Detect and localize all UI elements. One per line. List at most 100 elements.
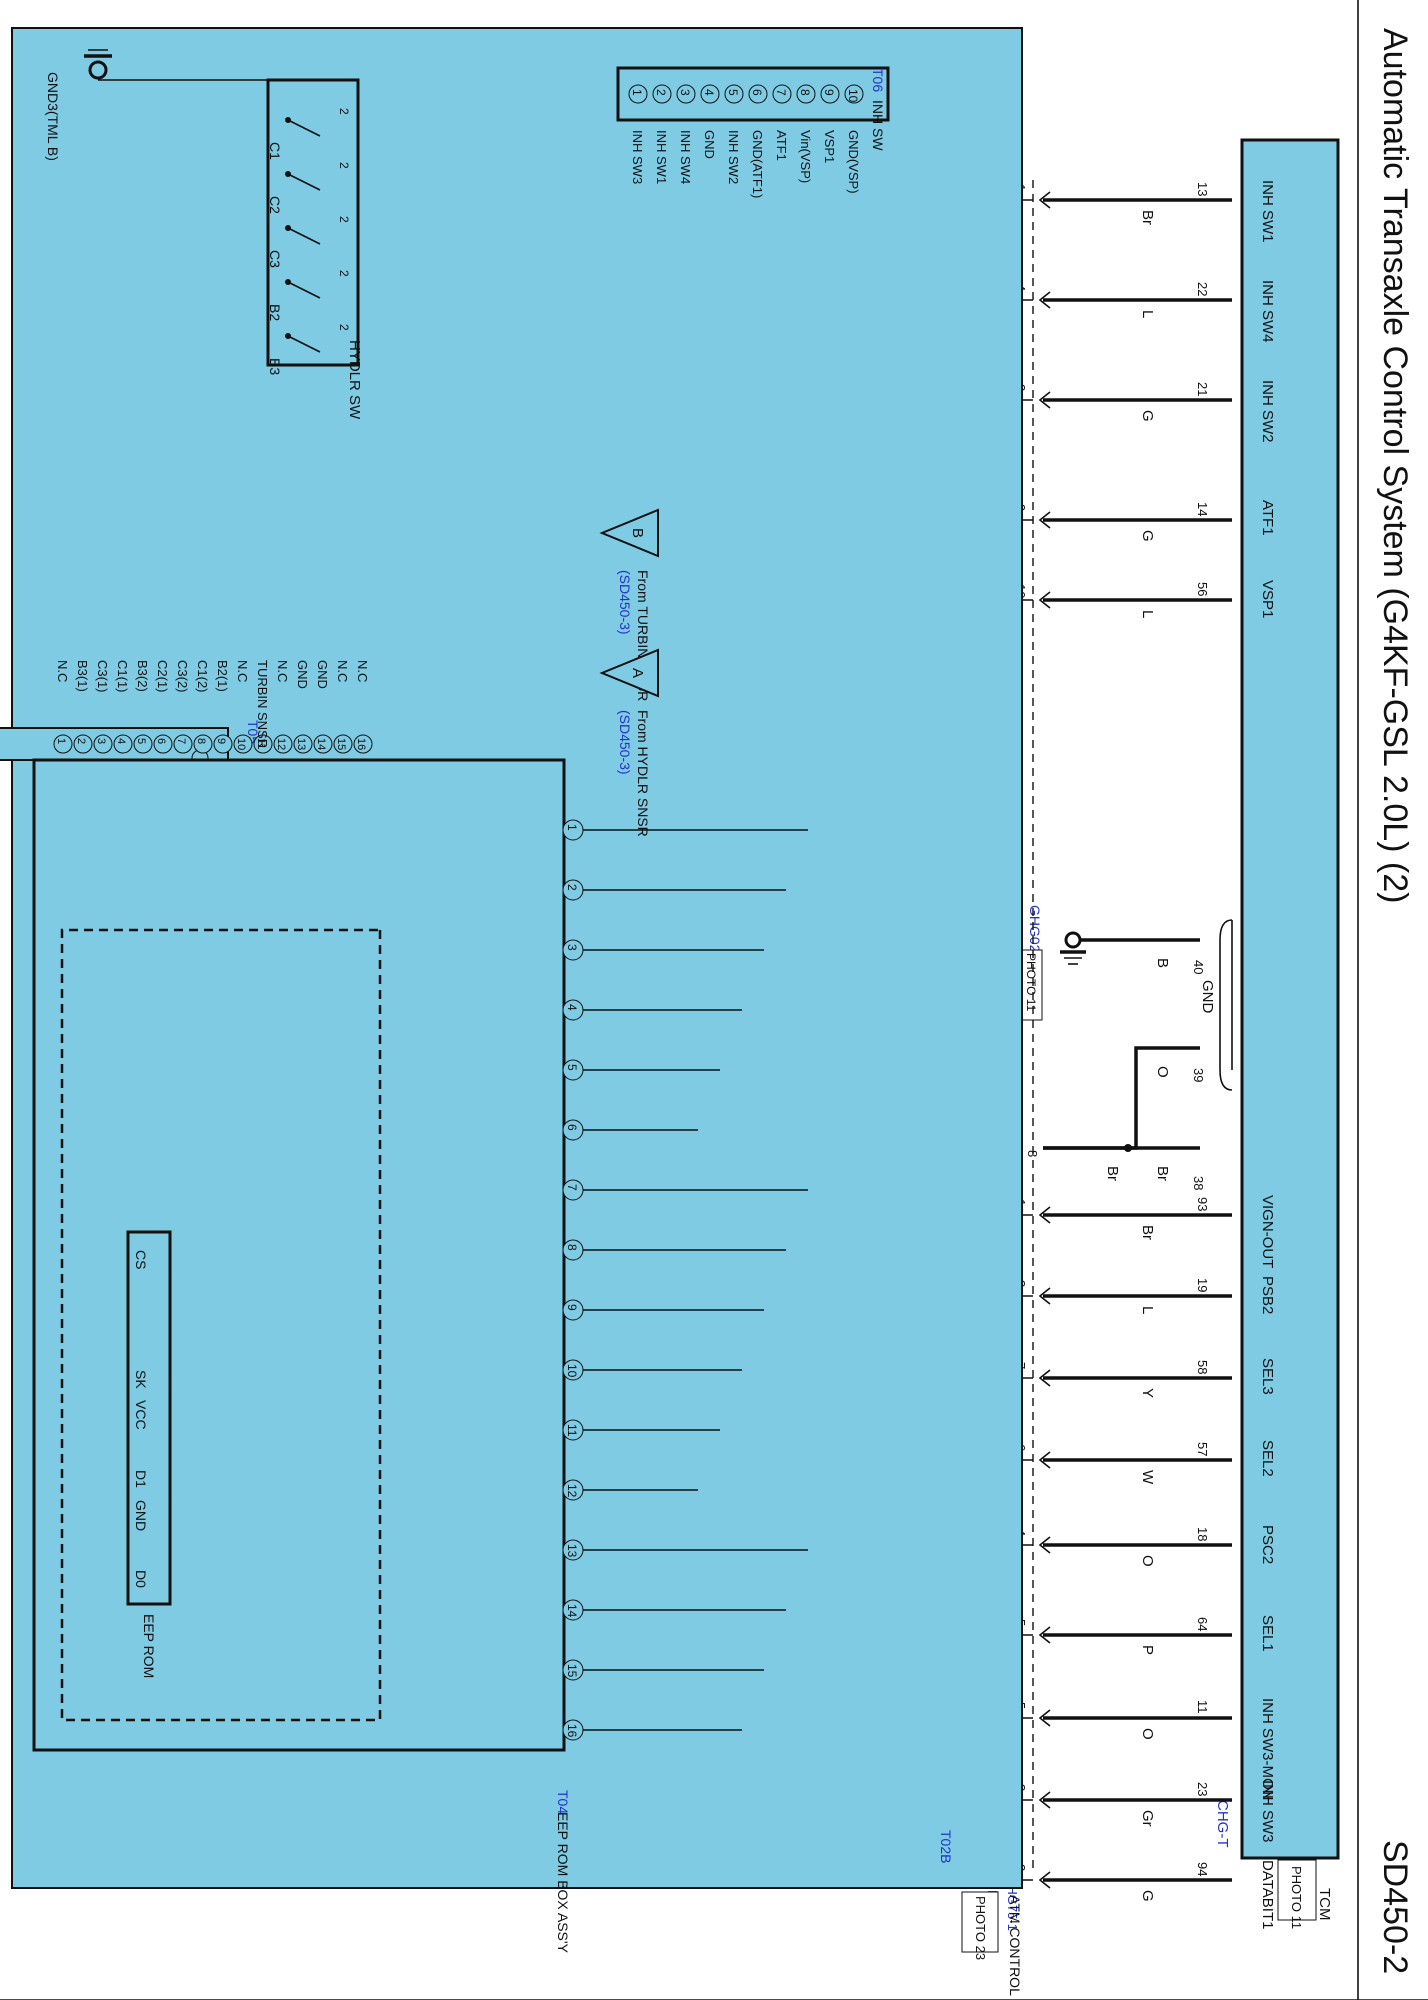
t04-eeprom-box [32, 758, 566, 1752]
t05-pin-label: C1(2) [195, 660, 210, 693]
t06-pin-circle [724, 84, 744, 104]
t05-pin-label: B2(1) [215, 660, 230, 692]
tcm-wire-color: O [1139, 1555, 1156, 1567]
connector-chevron-icon [1038, 1871, 1051, 1889]
tcm-wire-color: W [1139, 1470, 1156, 1485]
t06-pin-number: 8 [798, 89, 812, 96]
connector-chevron-icon [1038, 291, 1051, 309]
connector-chevron-icon [1038, 1369, 1051, 1387]
eeprom-chip-label: EEP ROM [141, 1614, 157, 1678]
tcm-pin-label: DATABIT1 [1259, 1860, 1276, 1929]
pin-39-number: 39 [1191, 1068, 1206, 1082]
t06-pin-label: INH SW2 [726, 130, 741, 184]
tcm-pin-label: SEL2 [1259, 1440, 1276, 1477]
connector-chevron-icon [1038, 1287, 1051, 1305]
t05-pin-number: 4 [115, 738, 127, 744]
hydlr-switch-label: C3 [267, 250, 283, 268]
connector-chevron-icon [1038, 591, 1051, 609]
eeprom-pin-label: D1 [133, 1470, 149, 1488]
t05-pin-label: C3(1) [95, 660, 110, 693]
tcm-pin-number: 93 [1195, 1197, 1210, 1211]
t06-name: INH SW [870, 100, 886, 151]
t05-pin-circle-v [253, 734, 273, 754]
gnd-wire-br-label: Br [1104, 1166, 1121, 1181]
ground-photo: PHOTO 11 [1024, 953, 1038, 1012]
t04-pin-number: 10 [565, 1364, 579, 1378]
t05-pin-circle-v [173, 734, 193, 754]
t06-pin-number: 4 [702, 89, 716, 96]
gnd-brace-curve [1219, 919, 1233, 1091]
eeprom-pin-label: VCC [133, 1400, 149, 1430]
t04-pin-number: 15 [565, 1664, 579, 1678]
atm-photo-box [961, 1891, 999, 1953]
t05-pin-label: N.C [335, 660, 350, 682]
atm-label: ATM CONTROL UNIT [1007, 1895, 1023, 2000]
t05-pin-number: 11 [255, 738, 267, 749]
t05-pin-number: 14 [315, 738, 327, 750]
hydlr-switch-label: C1 [267, 142, 283, 160]
gnd-color-38: Br [1154, 1166, 1171, 1181]
reference-ref: (SD450-3) [617, 570, 633, 635]
tcm-wire-color: Gr [1139, 1810, 1156, 1827]
t05-pin-number: 12 [275, 738, 287, 750]
hydlr-switch-icon [287, 173, 321, 191]
tcm-wire-color: Y [1139, 1388, 1156, 1398]
hydlr-contact-label: 2 [337, 324, 351, 331]
hydlr-switch-pivot-icon [285, 225, 291, 231]
hydlr-switch-pivot-icon [285, 279, 291, 285]
t04-pin-number: 14 [565, 1604, 579, 1618]
t05-pin-label: GND [295, 660, 310, 689]
t05-pin-label: GND [315, 660, 330, 689]
hydlr-label: HYDLR SW [346, 340, 363, 420]
t05-pin-number: 16 [355, 738, 367, 750]
t05-pin-label: B3(2) [135, 660, 150, 692]
t04-pin-number: 8 [565, 1244, 579, 1251]
t04-pin-number: 6 [565, 1124, 579, 1131]
t05-pin-circle-v [193, 734, 213, 754]
t05-pin-circle-v [333, 734, 353, 754]
t05-pin-number: 10 [235, 738, 247, 750]
ground-label: GHG02 [1027, 905, 1043, 953]
t06-pin-number: 6 [750, 89, 764, 96]
t06-pin-circle [844, 84, 864, 104]
t05-pin-circle-v [53, 734, 73, 754]
tcm-wire-color: Br [1139, 1225, 1156, 1240]
tcm-pin-number: 64 [1195, 1617, 1210, 1631]
t06-pin-label: Vin(VSP) [798, 130, 813, 183]
t04-pin-number: 13 [565, 1544, 579, 1558]
gnd-color-40: B [1154, 958, 1171, 968]
t06-pin-label: ATF1 [774, 130, 789, 161]
connector-chevron-icon [1038, 1709, 1051, 1727]
tcm-pin-number: 58 [1195, 1360, 1210, 1374]
t06-pin-label: VSP1 [822, 130, 837, 163]
tcm-pin-number: 94 [1195, 1862, 1210, 1876]
t05-pin-circle-v [353, 734, 373, 754]
atm-connector-label: T02B [938, 1830, 954, 1863]
eeprom-pin-label: D0 [133, 1570, 149, 1588]
tcm-pin-number: 21 [1195, 382, 1210, 396]
t05-pin-label: TURBIN SNSR [255, 660, 270, 748]
t06-label: T06 [870, 68, 886, 92]
t05-pin-number: 7 [175, 738, 187, 744]
t05-pin-label: C2(1) [155, 660, 170, 693]
t06-pin-label: INH SW1 [654, 130, 669, 184]
t05-pin-circle-v [293, 734, 313, 754]
t05-pin-number: 1 [55, 738, 67, 744]
pin-38-number: 38 [1191, 1176, 1206, 1190]
hydlr-switch-icon [287, 119, 321, 137]
connector-chevron-icon [1038, 511, 1051, 529]
eeprom-chip [126, 1230, 172, 1606]
t06-pin-label: INH SW4 [678, 130, 693, 184]
tcm-pin-label: INH SW3-MON [1259, 1698, 1276, 1801]
t04-pin-number: 5 [565, 1064, 579, 1071]
t06-pin-number: 5 [726, 89, 740, 96]
tcm-wire-color: O [1139, 1728, 1156, 1740]
t06-pin-number: 7 [774, 89, 788, 96]
hydlr-switch-label: C2 [267, 196, 283, 214]
tcm-pin-label: SEL1 [1259, 1615, 1276, 1652]
t05-pin-number: 15 [335, 738, 347, 750]
hydlr-switch-label: B3 [267, 358, 283, 375]
tcm-connector-label: CHG-T [1214, 1800, 1231, 1848]
